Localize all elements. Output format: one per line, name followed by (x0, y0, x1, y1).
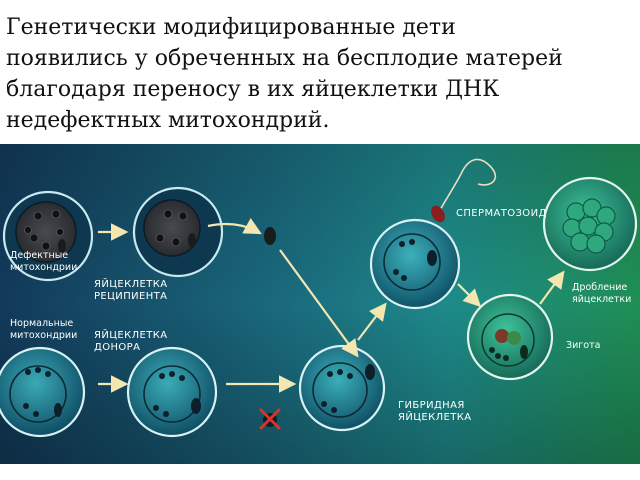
label-hybrid-1: ГИБРИДНАЯ (398, 400, 465, 411)
label-donor-2: ДОНОРА (94, 342, 140, 353)
cleaving-embryo (542, 176, 638, 272)
label-normal-mito-2: митохондрии (10, 330, 77, 341)
donor-egg (0, 346, 86, 438)
process-arrows (98, 217, 565, 393)
label-recipient-2: РЕЦИПИЕНТА (94, 291, 167, 302)
label-recipient-1: ЯЙЦЕКЛЕТКА (94, 277, 168, 290)
fertilized-egg (369, 218, 461, 310)
label-donor-1: ЯЙЦЕКЛЕТКА (94, 328, 168, 341)
page-caption: Генетически модифицированные дети появил… (6, 12, 636, 136)
caption-line-3: благодаря переносу в их яйцеклетки ДНК (6, 77, 500, 102)
label-cleavage-2: яйцеклетки (572, 294, 631, 305)
reject-x-icon (259, 408, 281, 430)
sperm-icon (431, 158, 496, 223)
hybrid-egg (298, 344, 386, 432)
label-cleavage-1: Дробление (572, 282, 627, 293)
caption-line-4: недефектных митохондрий. (6, 108, 330, 133)
caption-line-1: Генетически модифицированные дети (6, 15, 456, 40)
label-sperm: СПЕРМАТОЗОИД (456, 208, 547, 219)
recipient-egg-defective (2, 190, 94, 282)
caption-line-2: появились у обреченных на бесплодие мате… (6, 46, 563, 71)
mitochondria-transfer-diagram: Дефектные митохондрии Нормальные митохон… (0, 144, 640, 464)
label-defective-mito-2: митохондрии (10, 262, 77, 273)
label-hybrid-2: ЯЙЦЕКЛЕТКА (398, 410, 472, 423)
recipient-egg-enucleated (132, 186, 276, 278)
label-defective-mito-1: Дефектные (10, 250, 68, 261)
zygote (466, 293, 554, 381)
label-zygote: Зигота (566, 340, 600, 351)
label-normal-mito-1: Нормальные (10, 318, 73, 329)
